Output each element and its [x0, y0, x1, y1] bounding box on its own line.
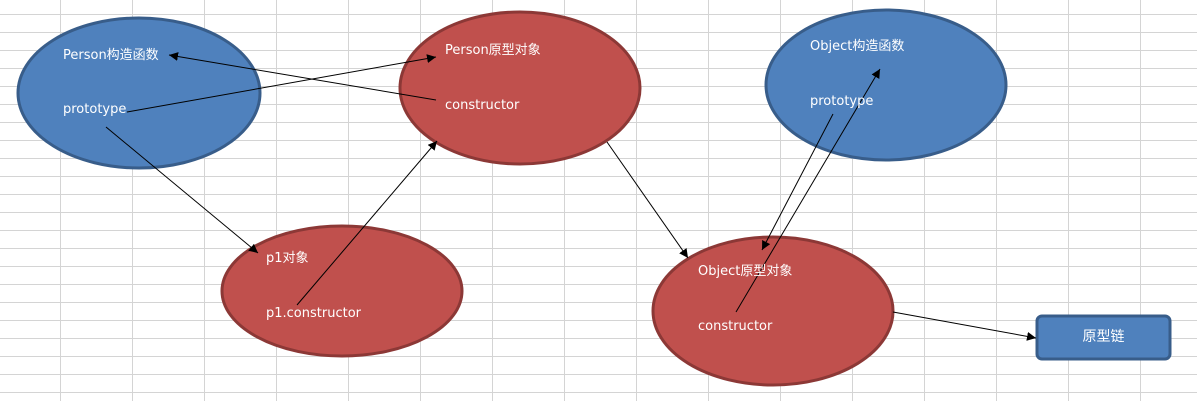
person-prototype-constructor-label: constructor: [445, 98, 520, 113]
p1-object-ellipse: [220, 224, 464, 358]
arrow-prototype-to-p1: [105, 126, 259, 254]
object-prototype-title: Object原型对象: [698, 264, 793, 279]
arrow-person-prototype-to-proto: [126, 54, 437, 113]
person-prototype-title: Person原型对象: [445, 43, 541, 58]
arrow-person-proto-to-object-proto: [606, 141, 689, 259]
prototype-chain-label: 原型链: [1082, 329, 1125, 345]
prototype-chain-box: [1035, 314, 1172, 361]
person-constructor-ellipse: [16, 16, 262, 170]
object-constructor-ellipse: [764, 8, 1008, 162]
object-constructor-title: Object构造函数: [810, 39, 905, 54]
p1-object-title: p1对象: [266, 251, 309, 266]
arrow-object-proto-to-chain: [892, 311, 1037, 341]
p1-constructor-label: p1.constructor: [266, 306, 361, 321]
arrow-p1-constructor-to-proto: [296, 140, 438, 306]
arrow-object-prototype-to-proto: [761, 113, 834, 251]
person-prototype-ellipse: [398, 10, 642, 166]
person-constructor-title: Person构造函数: [63, 48, 159, 63]
person-constructor-prototype-label: prototype: [63, 102, 127, 117]
arrow-person-constructor-to-ctor: [168, 52, 437, 101]
object-constructor-prototype-label: prototype: [810, 94, 874, 109]
arrow-object-constructor-to-ctor: [735, 68, 881, 313]
object-prototype-constructor-label: constructor: [698, 319, 773, 334]
object-prototype-ellipse: [651, 235, 895, 387]
